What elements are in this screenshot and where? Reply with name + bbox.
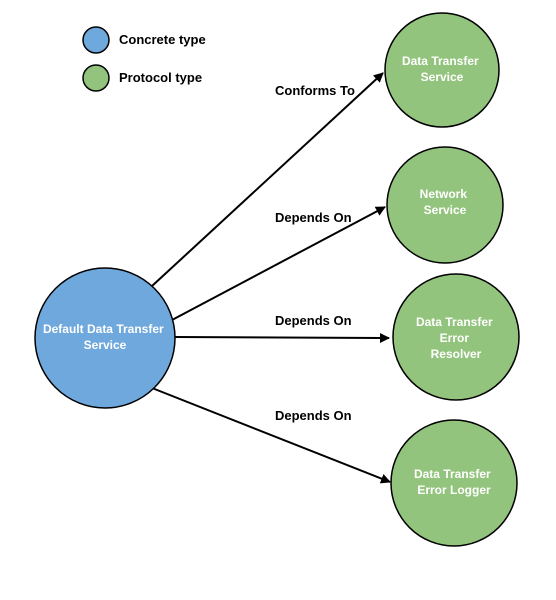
node-error-logger-line-1: Data Transfer (414, 467, 491, 481)
edges (151, 72, 391, 484)
node-error-resolver-line-3: Resolver (431, 347, 482, 361)
node-error-logger-line-2: Error Logger (417, 483, 491, 497)
node-error-resolver-line-2: Error (440, 331, 470, 345)
edge-label-depends-logger: Depends On (275, 408, 352, 423)
svg-text:Data Transfer Error Logg: Data Transfer Error Logger (414, 467, 494, 497)
edge-depends-logger (151, 387, 391, 484)
node-default-label-line-2: Service (84, 338, 127, 352)
node-data-transfer-service-circle (384, 12, 500, 128)
node-error-logger-circle (390, 419, 518, 547)
edge-label-conforms-to: Conforms To (275, 83, 355, 98)
edge-depends-resolver (173, 332, 390, 343)
edge-label-depends-network: Depends On (275, 210, 352, 225)
svg-text:Data Transfer Service: Data Transfer Service (402, 54, 482, 84)
svg-text:Network Service: Network Service (420, 187, 471, 217)
node-network-service: Network Service (386, 146, 504, 264)
legend-concrete-swatch (82, 26, 110, 54)
svg-text:Default Data Transfer Se: Default Data Transfer Service (43, 322, 167, 352)
node-data-transfer-service-line-2: Service (421, 70, 464, 84)
edge-depends-network (171, 206, 386, 321)
node-error-resolver-line-1: Data Transfer (416, 315, 493, 329)
edge-labels: Conforms To Depends On Depends On Depend… (275, 83, 355, 423)
node-default-label-line-1: Default Data Transfer (43, 322, 164, 336)
legend-protocol-label: Protocol type (119, 70, 202, 85)
legend: Concrete type Protocol type (82, 26, 206, 92)
node-network-service-line-2: Service (424, 203, 467, 217)
edge-label-depends-resolver: Depends On (275, 313, 352, 328)
node-data-transfer-error-resolver: Data Transfer Error Resolver (392, 273, 520, 401)
svg-text:Data Transfer Error: Data Transfer Error Resolver (416, 315, 496, 361)
node-data-transfer-service-line-1: Data Transfer (402, 54, 479, 68)
legend-protocol-swatch (82, 64, 110, 92)
node-default-circle (34, 267, 176, 409)
node-network-service-line-1: Network (420, 187, 468, 201)
node-network-service-circle (386, 146, 504, 264)
node-data-transfer-service: Data Transfer Service (384, 12, 500, 128)
edge-conforms-to (151, 72, 384, 287)
node-default-data-transfer-service: Default Data Transfer Service (34, 267, 176, 409)
node-data-transfer-error-logger: Data Transfer Error Logger (390, 419, 518, 547)
legend-concrete-label: Concrete type (119, 32, 206, 47)
node-error-resolver-circle (392, 273, 520, 401)
